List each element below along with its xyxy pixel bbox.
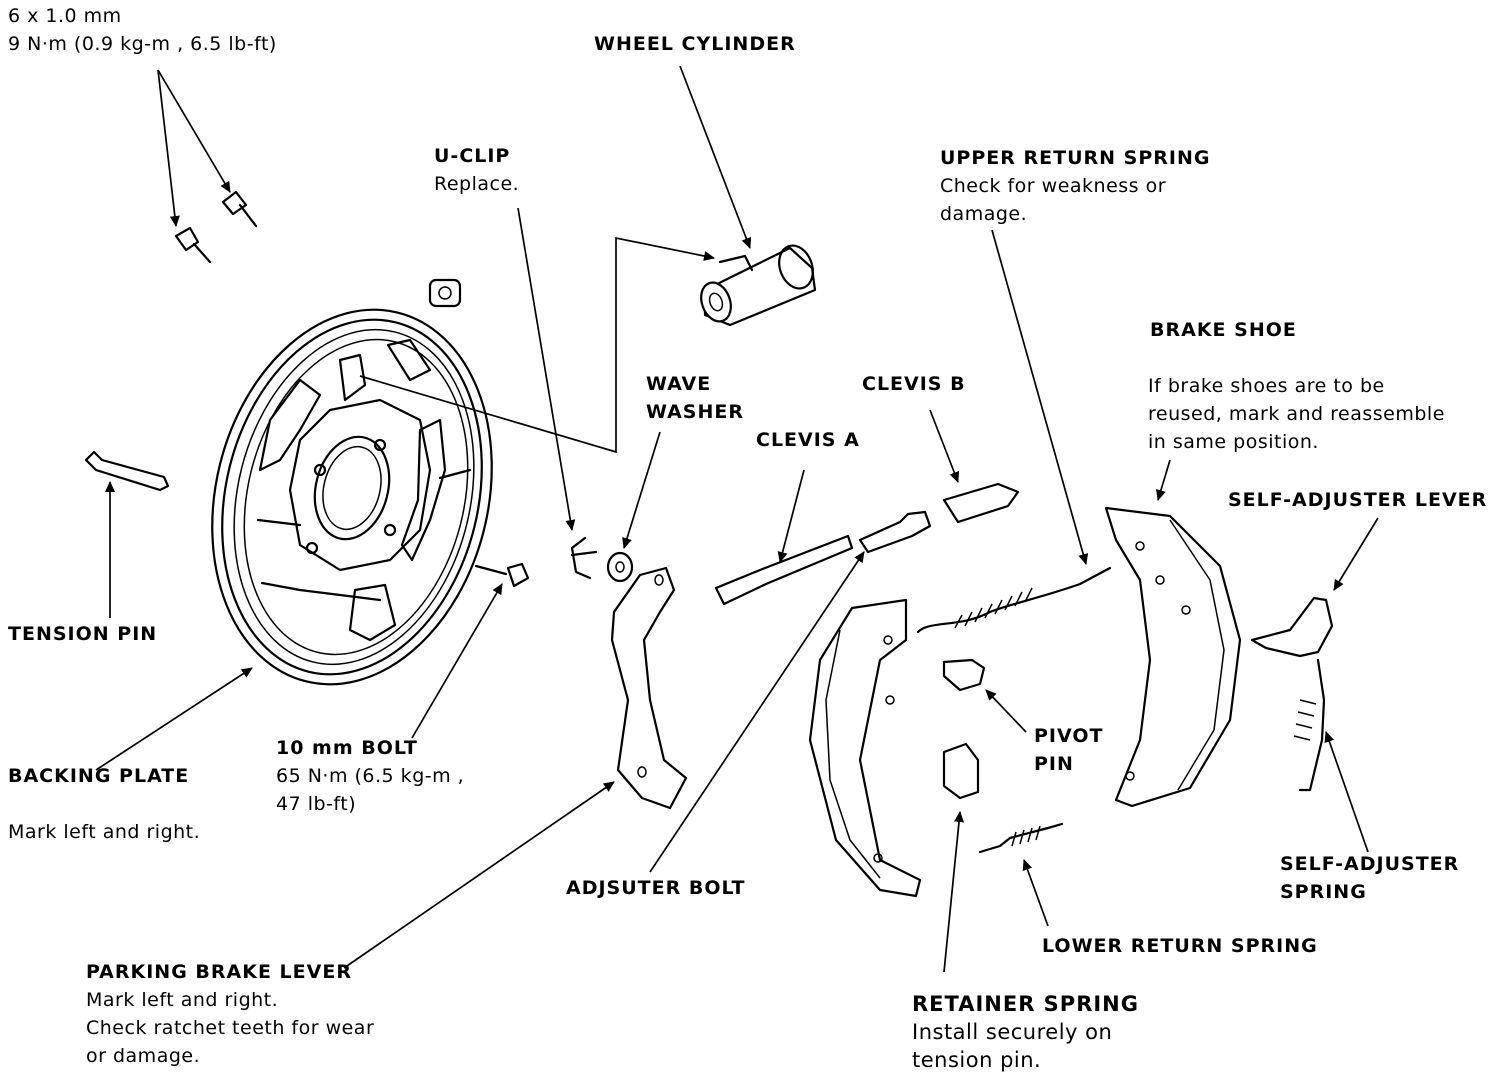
parking-brake-lever-label: PARKING BRAKE LEVER Mark left and right.… [86, 958, 374, 1070]
retainer-spring-label: RETAINER SPRING Install securely on tens… [912, 990, 1139, 1074]
backing-plate-note: Mark left and right. [8, 821, 201, 843]
self-adjuster-spring-line2: SPRING [1280, 881, 1367, 903]
clevis-b-label: CLEVIS B [862, 373, 966, 395]
wave-washer-line1: WAVE [646, 373, 712, 395]
ten-mm-bolt-spec2: 47 lb-ft) [276, 793, 357, 815]
parking-brake-lever-note3: or damage. [86, 1045, 201, 1067]
clevis-b-part [942, 482, 1020, 524]
clevis-a-part [714, 534, 854, 606]
brake-shoe-note1: If brake shoes are to be [1148, 375, 1385, 397]
ten-mm-bolt-label: 10 mm BOLT 65 N·m (6.5 kg-m , 47 lb-ft) [276, 734, 464, 818]
lower-return-spring-label: LOWER RETURN SPRING [1042, 935, 1318, 957]
tension-pin-label: TENSION PIN [8, 623, 158, 645]
six-mm-bolts-part [174, 190, 258, 264]
upper-return-spring-note1: Check for weakness or [940, 175, 1167, 197]
lower-return-spring-part [978, 822, 1064, 854]
upper-return-spring-title: UPPER RETURN SPRING [940, 147, 1211, 169]
upper-return-spring-note2: damage. [940, 203, 1028, 225]
brake-shoe-note3: in same position. [1148, 431, 1319, 453]
tension-pin-part [84, 450, 170, 492]
parking-brake-lever-note2: Check ratchet teeth for wear [86, 1017, 375, 1039]
parking-brake-lever-note1: Mark left and right. [86, 989, 279, 1011]
self-adjuster-spring-part [1298, 658, 1326, 792]
backing-plate-part [211, 278, 493, 686]
retainer-spring-part [942, 742, 980, 800]
retainer-spring-title: RETAINER SPRING [912, 992, 1139, 1016]
wheel-cylinder-part [700, 244, 817, 327]
bolt-spec-label: 6 x 1.0 mm 9 N·m (0.9 kg-m , 6.5 lb-ft) [8, 2, 277, 58]
ten-mm-bolt-spec1: 65 N·m (6.5 kg-m , [276, 765, 465, 787]
leader-lines [95, 65, 1379, 973]
upper-return-spring-coils [954, 587, 1033, 629]
bolt-spec-size: 6 x 1.0 mm [8, 5, 122, 27]
self-adjuster-lever-part [1250, 596, 1334, 658]
clevis-a-label: CLEVIS A [756, 429, 860, 451]
ten-mm-bolt-title: 10 mm BOLT [276, 737, 418, 759]
u-clip-title: U-CLIP [434, 145, 511, 167]
brake-shoe-note: If brake shoes are to be reused, mark an… [1148, 372, 1445, 456]
right-brake-shoe-part [1104, 506, 1242, 808]
left-brake-shoe-part [808, 598, 922, 898]
lower-return-spring-coils [1011, 825, 1041, 847]
self-adjuster-spring-line1: SELF-ADJUSTER [1280, 853, 1460, 875]
backing-plate-title: BACKING PLATE [8, 765, 190, 787]
upper-return-spring-label: UPPER RETURN SPRING Check for weakness o… [940, 144, 1210, 228]
pivot-pin-line1: PIVOT [1034, 725, 1104, 747]
wave-washer-line2: WASHER [646, 401, 745, 423]
wave-washer-part [606, 551, 634, 583]
adjuster-bolt-part [858, 510, 932, 554]
retainer-spring-note2: tension pin. [912, 1048, 1042, 1072]
ten-mm-bolt-part [474, 562, 530, 588]
self-adjuster-lever-label: SELF-ADJUSTER LEVER [1228, 489, 1488, 511]
upper-return-spring-part [916, 566, 1112, 634]
self-adjuster-spring-label: SELF-ADJUSTER SPRING [1280, 850, 1459, 906]
pivot-pin-line2: PIN [1034, 753, 1074, 775]
u-clip-note: Replace. [434, 173, 520, 195]
pivot-pin-label: PIVOT PIN [1034, 722, 1103, 778]
bolt-spec-torque: 9 N·m (0.9 kg-m , 6.5 lb-ft) [8, 33, 277, 55]
adjuster-bolt-label: ADJSUTER BOLT [566, 877, 746, 899]
brake-shoe-note2: reused, mark and reassemble [1148, 403, 1445, 425]
u-clip-label: U-CLIP Replace. [434, 142, 519, 198]
u-clip-part [570, 536, 598, 580]
parking-brake-lever-part [610, 566, 688, 810]
brake-shoe-title: BRAKE SHOE [1150, 319, 1297, 341]
parking-brake-lever-title: PARKING BRAKE LEVER [86, 961, 352, 983]
wave-washer-label: WAVE WASHER [646, 370, 744, 426]
self-adjuster-spring-coils [1293, 699, 1317, 741]
wheel-cylinder-label: WHEEL CYLINDER [594, 33, 796, 55]
pivot-pin-part [942, 658, 986, 692]
retainer-spring-note1: Install securely on [912, 1020, 1113, 1044]
